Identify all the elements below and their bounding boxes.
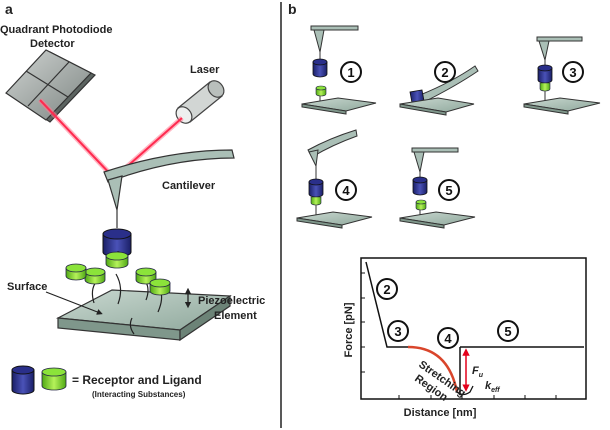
graph-marker-2: 2	[376, 278, 398, 300]
laser-label: Laser	[190, 64, 220, 76]
surface-label: Surface	[7, 281, 47, 293]
svg-text:1: 1	[347, 65, 354, 80]
x-axis-label: Distance [nm]	[404, 407, 477, 419]
svg-text:3: 3	[394, 324, 401, 339]
surface-arrow	[45, 291, 103, 315]
keff-label: keff	[485, 380, 500, 394]
approach-curve	[365, 261, 408, 348]
receptor-at-tip	[102, 228, 132, 258]
stretching-curve	[407, 345, 459, 393]
piezo-label-line1: Piezoelectric	[198, 295, 265, 307]
piezo-label-line2: Element	[214, 310, 257, 322]
graph-marker-3: 3	[387, 320, 409, 342]
legend-ligand-icon	[41, 367, 67, 391]
step-3-scene	[523, 36, 601, 115]
svg-text:2: 2	[383, 282, 390, 297]
graph-marker-4: 4	[437, 327, 459, 349]
svg-text:4: 4	[342, 183, 350, 198]
graph-marker-5: 5	[497, 320, 519, 342]
step-badge-5: 5	[438, 179, 460, 201]
cantilever-label: Cantilever	[162, 180, 216, 192]
rupture-min	[456, 385, 474, 396]
graph-ticks	[361, 272, 557, 399]
step-badge-2: 2	[434, 61, 456, 83]
svg-text:5: 5	[445, 183, 452, 198]
step-1-scene	[301, 25, 377, 115]
step-5-scene	[399, 147, 476, 229]
step-badge-4: 4	[335, 179, 357, 201]
legend-main-label: = Receptor and Ligand	[72, 373, 202, 387]
step-4-scene	[296, 129, 373, 229]
cantilever	[103, 149, 235, 228]
y-axis-label: Force [pN]	[343, 302, 355, 357]
step-badge-1: 1	[340, 61, 362, 83]
svg-text:2: 2	[441, 65, 448, 80]
ligands-on-surface	[65, 251, 171, 335]
svg-text:4: 4	[444, 331, 452, 346]
panel-a-letter: a	[5, 1, 13, 17]
step-badge-3: 3	[562, 61, 584, 83]
detector-label-line1: Quadrant Photodiode	[0, 24, 112, 36]
legend-receptor-icon	[11, 365, 35, 395]
legend-sub-label: (Interacting Substances)	[92, 390, 186, 399]
detector-label-line2: Detector	[30, 38, 75, 50]
svg-text:5: 5	[504, 324, 511, 339]
step-2-scene	[399, 65, 479, 116]
panel-b-letter: b	[288, 1, 297, 17]
fu-label: Fu	[472, 365, 484, 379]
quadrant-photodiode-detector	[5, 49, 96, 123]
force-distance-graph	[360, 257, 587, 400]
svg-text:3: 3	[569, 65, 576, 80]
